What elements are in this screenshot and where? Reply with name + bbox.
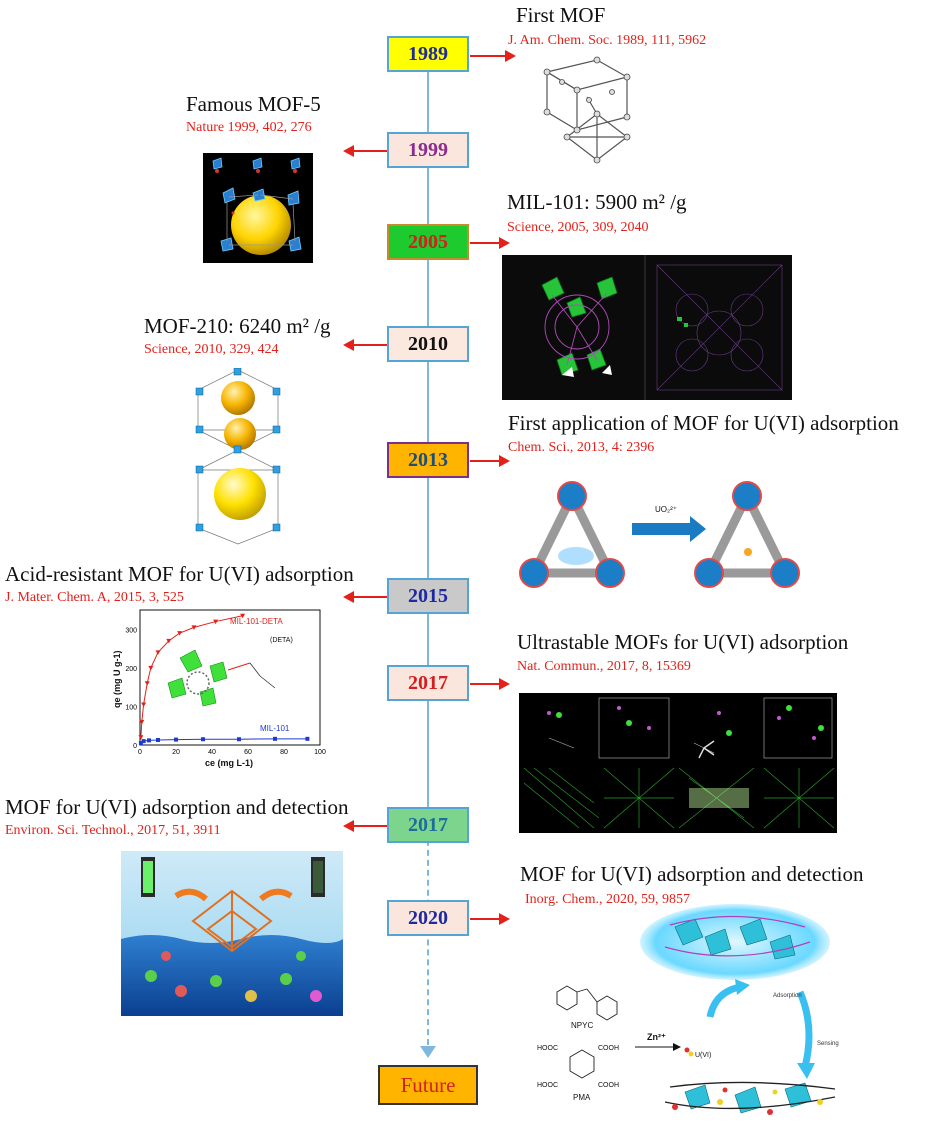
ref-1999: Nature 1999, 402, 276 (186, 120, 312, 135)
data-point (138, 735, 144, 740)
y-tick-label: 0 (133, 743, 137, 750)
structure-mof5-image (203, 153, 313, 263)
data-point (156, 737, 160, 742)
year-box-2017a: 2017 (387, 665, 469, 701)
ref-2020: Inorg. Chem., 2020, 59, 9857 (525, 892, 691, 907)
data-point (147, 738, 151, 743)
chart-marks (138, 613, 310, 746)
x-axis-label: ce (mg L-1) (205, 758, 253, 768)
arrow-2010 (343, 339, 387, 351)
data-point (141, 739, 146, 744)
structure-mil101-image (502, 255, 792, 400)
x-tick-label: 0 (138, 749, 142, 756)
pma-cooh-3: HOOC (537, 1082, 558, 1089)
x-tick-label: 100 (314, 749, 326, 756)
x-tick-label: 20 (172, 749, 180, 756)
arrow-2017a (470, 678, 510, 690)
title-1989: First MOF (516, 3, 606, 27)
arrow-1999 (343, 145, 387, 157)
future-box: Future (378, 1065, 478, 1105)
year-box-1989: 1989 (387, 36, 469, 72)
metal-label: Zn²⁺ (647, 1032, 666, 1042)
title-2015: Acid-resistant MOF for U(VI) adsorption (5, 562, 354, 586)
arrow-2020 (470, 913, 510, 925)
ref-2013: Chem. Sci., 2013, 4: 2396 (508, 440, 655, 455)
structure-1989-image (543, 56, 631, 164)
data-point (201, 737, 205, 742)
title-2013: First application of MOF for U(VI) adsor… (508, 411, 899, 435)
title-2010: MOF-210: 6240 m² /g (144, 314, 331, 338)
step-adsorption: Adsorption (773, 993, 802, 999)
data-point (213, 619, 219, 625)
ref-2010: Science, 2010, 329, 424 (144, 342, 279, 357)
y-tick-label: 300 (125, 627, 137, 634)
ref-2015: J. Mater. Chem. A, 2015, 3, 525 (5, 590, 184, 605)
year-box-2010: 2010 (387, 326, 469, 362)
arrow-2015 (343, 591, 387, 603)
data-point (174, 737, 178, 742)
title-1999: Famous MOF-5 (186, 92, 321, 116)
year-box-2015: 2015 (387, 578, 469, 614)
x-tick-label: 60 (244, 749, 252, 756)
analyte-label: U(VI) (695, 1052, 711, 1059)
title-2017b: MOF for U(VI) adsorption and detection (5, 795, 349, 819)
chart-2015: 0 100 200 300 0 20 40 60 80 100 MIL-101-DETA MIL… (112, 609, 326, 768)
arrow-2017b (343, 820, 387, 832)
timeline-arrowhead (420, 1046, 436, 1058)
legend-mil101: MIL-101 (260, 724, 290, 733)
year-box-2017b: 2017 (387, 807, 469, 843)
pma-cooh-1: HOOC (537, 1045, 558, 1052)
title-2020: MOF for U(VI) adsorption and detection (520, 862, 864, 886)
arrow-2013 (470, 455, 510, 467)
data-point (191, 625, 197, 630)
arrow-2005 (470, 237, 510, 249)
x-tick-label: 80 (280, 749, 288, 756)
mil101-deta-structure (167, 649, 276, 707)
y-axis-label: qe (mg U g-1) (112, 650, 122, 708)
ref-2017b: Environ. Sci. Technol., 2017, 51, 3911 (5, 823, 221, 838)
data-point (305, 736, 310, 741)
data-point (166, 638, 172, 644)
ligand-pma: PMA (573, 1093, 591, 1102)
data-point (273, 736, 277, 741)
data-point (237, 737, 241, 742)
data-point (144, 681, 150, 686)
year-box-1999: 1999 (387, 132, 469, 168)
pma-cooh-2: COOH (598, 1045, 619, 1052)
deta-tag: (DETA) (270, 637, 293, 644)
x-ticks: 0 20 40 60 80 100 (138, 749, 326, 756)
x-tick-label: 40 (208, 749, 216, 756)
structure-2017a-image (519, 693, 837, 833)
year-box-2005: 2005 (387, 224, 469, 260)
legend-mil101-deta: MIL-101-DETA (230, 617, 283, 626)
data-point (139, 719, 145, 725)
timeline-axis (427, 40, 429, 820)
ref-1989: J. Am. Chem. Soc. 1989, 111, 5962 (508, 33, 707, 48)
uo2-label: UO₂²⁺ (655, 505, 677, 514)
ligand-npyc: NPYC (571, 1021, 593, 1030)
structure-2013-image: UO₂²⁺ (519, 481, 800, 588)
structure-2020-image: NPYC HOOC COOH HOOC COOH PMA Zn²⁺ U(VI) … (537, 904, 839, 1115)
y-ticks: 0 100 200 300 (125, 627, 137, 750)
ref-2005: Science, 2005, 309, 2040 (507, 220, 649, 235)
year-box-2020: 2020 (387, 900, 469, 936)
title-2005: MIL-101: 5900 m² /g (507, 190, 687, 214)
year-box-2013: 2013 (387, 442, 469, 478)
structure-mof210-image (195, 368, 281, 545)
pma-cooh-4: COOH (598, 1082, 619, 1089)
step-sensing: Sensing (817, 1041, 839, 1047)
data-point (240, 613, 246, 619)
data-point (177, 631, 183, 636)
arrow-1989 (470, 50, 516, 62)
ref-2017a: Nat. Commun., 2017, 8, 15369 (517, 659, 691, 674)
timeline-future-dash (427, 820, 429, 1055)
title-2017a: Ultrastable MOFs for U(VI) adsorption (517, 630, 849, 654)
structure-2017b-image (121, 851, 343, 1016)
y-tick-label: 200 (125, 666, 137, 673)
y-tick-label: 100 (125, 704, 137, 711)
data-point (141, 702, 147, 707)
data-point (155, 650, 161, 655)
data-point (138, 741, 143, 746)
data-point (148, 665, 154, 671)
